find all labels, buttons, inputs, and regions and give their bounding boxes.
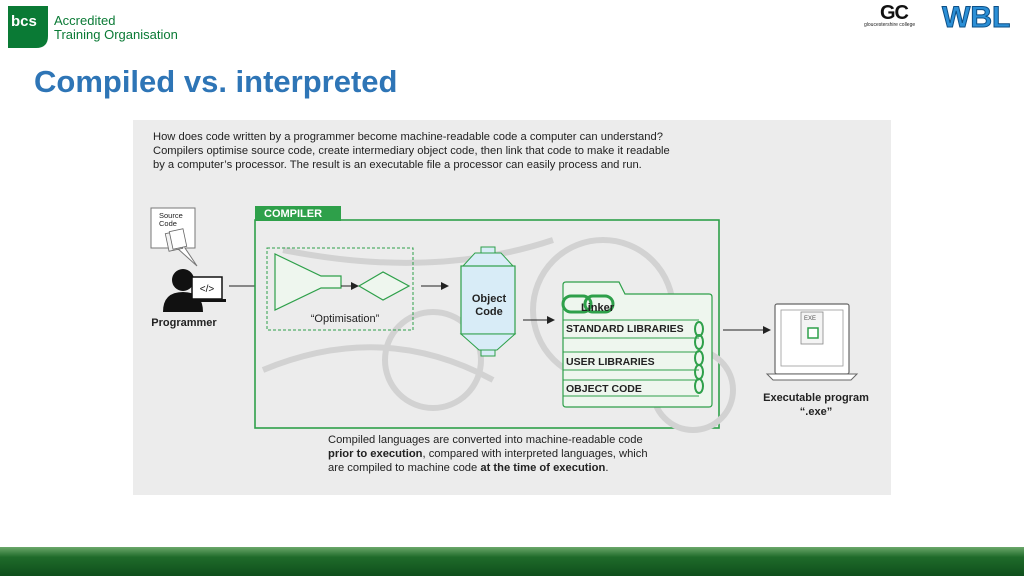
linker-label: Linker: [581, 302, 615, 314]
optimisation-diamond-shape: [357, 271, 411, 301]
source-code-label-1: Source: [159, 211, 183, 220]
programmer-label: Programmer: [151, 317, 217, 329]
intro-line-2: Compilers optimise source code, create i…: [153, 145, 670, 157]
source-code-bubble: [150, 207, 198, 267]
object-code-hopper: [459, 246, 517, 357]
compiler-diagram: Source Code </> Programmer COMPILER: [150, 206, 869, 433]
intro-line-3: by a computer’s processor. The result is…: [153, 159, 642, 171]
laptop-icon: [765, 303, 859, 381]
bottom-line-1: Compiled languages are converted into ma…: [328, 434, 643, 446]
library-chain-links: [694, 321, 704, 394]
gc-logo-mark: GC: [880, 2, 909, 24]
bottom-description: Compiled languages are converted into ma…: [328, 433, 708, 475]
optimisation-box: [266, 247, 414, 331]
bottom-line-2-rest: , compared with interpreted languages, w…: [422, 448, 648, 460]
svg-text:WBL: WBL: [942, 1, 1010, 31]
programmer-icon: [163, 269, 226, 312]
logo-line-1: Accredited: [54, 13, 116, 28]
executable-label-1: Executable program: [763, 392, 869, 404]
bottom-line-3: are compiled to machine code at the time…: [328, 461, 708, 475]
link-chain-icon: [561, 294, 615, 314]
exe-tag: EXE: [804, 316, 816, 322]
code-symbol: </>: [200, 284, 215, 295]
bcs-logo: bcs Accredited Training Organisation: [8, 6, 178, 52]
compiler-tab: [255, 206, 341, 221]
gloucestershire-college-logo: GC gloucestershire college: [862, 2, 936, 32]
object-code-label-2: Code: [475, 306, 503, 318]
optimisation-label: “Optimisation”: [311, 313, 380, 325]
bottom-line-3-start: are compiled to machine code: [328, 462, 481, 474]
compiler-diagram-panel: How does code written by a programmer be…: [133, 120, 891, 495]
intro-text: How does code written by a programmer be…: [153, 130, 743, 172]
library-object-code: OBJECT CODE: [566, 383, 642, 395]
object-code-label-1: Object: [472, 293, 507, 305]
footer-bar: [0, 547, 1024, 576]
library-standard: STANDARD LIBRARIES: [566, 323, 684, 335]
bottom-line-3-end: .: [605, 462, 609, 474]
library-user: USER LIBRARIES: [566, 356, 655, 368]
executable-label-2: “.exe”: [800, 406, 832, 418]
compiler-label: COMPILER: [264, 208, 322, 220]
gc-logo-subtitle: gloucestershire college: [864, 22, 916, 28]
intro-line-1: How does code written by a programmer be…: [153, 131, 663, 143]
bottom-line-3-bold: at the time of execution: [480, 462, 606, 474]
optimisation-funnel-shape: [274, 253, 342, 311]
bottom-line-2-bold: prior to execution: [328, 448, 423, 460]
bcs-logo-mark: bcs: [8, 6, 48, 48]
source-code-label-2: Code: [159, 219, 177, 228]
bottom-line-2: prior to execution, compared with interp…: [328, 447, 708, 461]
svg-text:bcs: bcs: [11, 13, 37, 30]
slide-title: Compiled vs. interpreted: [34, 64, 398, 99]
wbl-logo: WBL: [942, 1, 1011, 31]
logo-line-2: Training Organisation: [54, 27, 178, 42]
